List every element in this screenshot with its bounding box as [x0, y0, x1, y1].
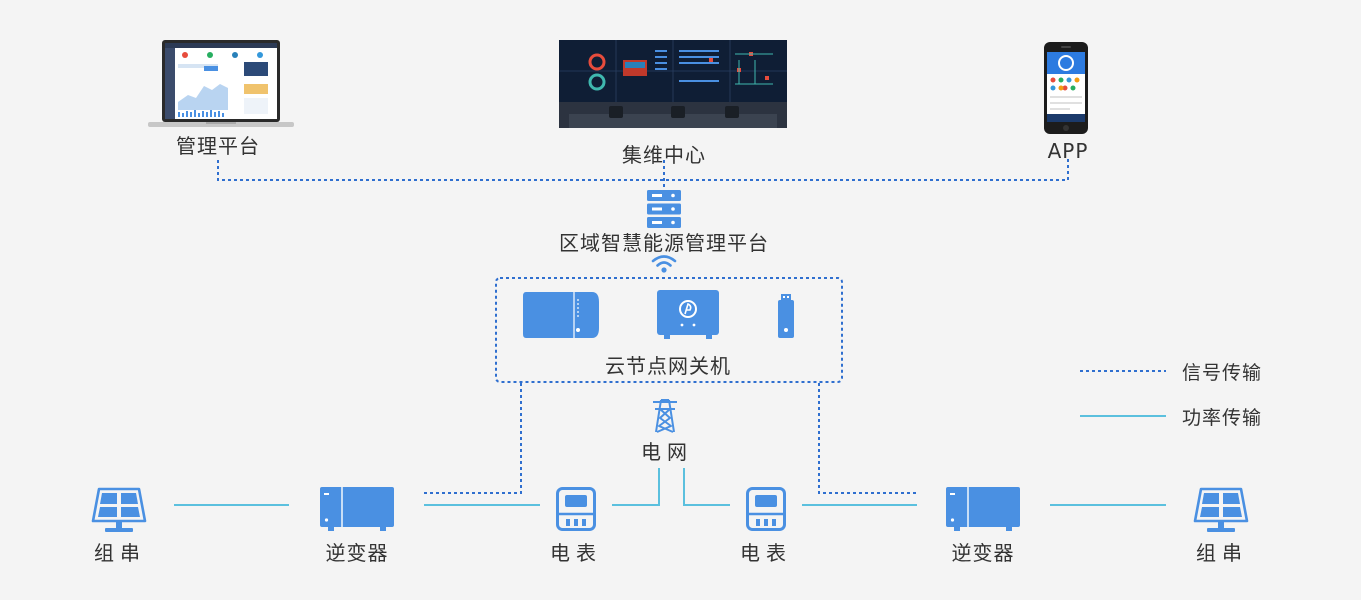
app-label: APP — [1047, 139, 1089, 163]
gateway-device-large-icon — [522, 290, 600, 340]
grid-label: 电网 — [641, 440, 693, 464]
gateway-device-medium-icon — [656, 290, 720, 340]
gateway-device-stick-icon — [777, 294, 795, 338]
platform-label: 区域智慧能源管理平台 — [559, 231, 769, 255]
meter-right-icon — [746, 487, 786, 531]
string-right-label: 组串 — [1196, 541, 1248, 565]
power-tower-icon — [651, 398, 679, 434]
management-label: 管理平台 — [176, 134, 260, 158]
gateway-label: 云节点网关机 — [605, 354, 731, 378]
ops-center-label: 集维中心 — [622, 143, 706, 167]
meter-left-icon — [556, 487, 596, 531]
wifi-icon — [651, 254, 677, 274]
solar-panel-right-icon — [1193, 487, 1249, 535]
server-icon — [647, 190, 681, 228]
inverter-left-icon — [320, 487, 394, 531]
laptop-image — [148, 40, 294, 128]
inverter-right-label: 逆变器 — [951, 541, 1015, 565]
meter-left-label: 电表 — [550, 541, 602, 565]
phone-image — [1043, 42, 1089, 134]
legend-power-label: 功率传输 — [1182, 407, 1263, 429]
string-left-label: 组串 — [94, 541, 146, 565]
power-lines — [174, 468, 1166, 506]
inverter-right-icon — [946, 487, 1020, 531]
meter-right-label: 电表 — [740, 541, 792, 565]
legend-signal-label: 信号传输 — [1182, 362, 1263, 384]
inverter-left-label: 逆变器 — [325, 541, 389, 565]
solar-panel-left-icon — [91, 487, 147, 535]
ops-center-image — [559, 40, 787, 128]
signal-lines — [217, 158, 1069, 494]
